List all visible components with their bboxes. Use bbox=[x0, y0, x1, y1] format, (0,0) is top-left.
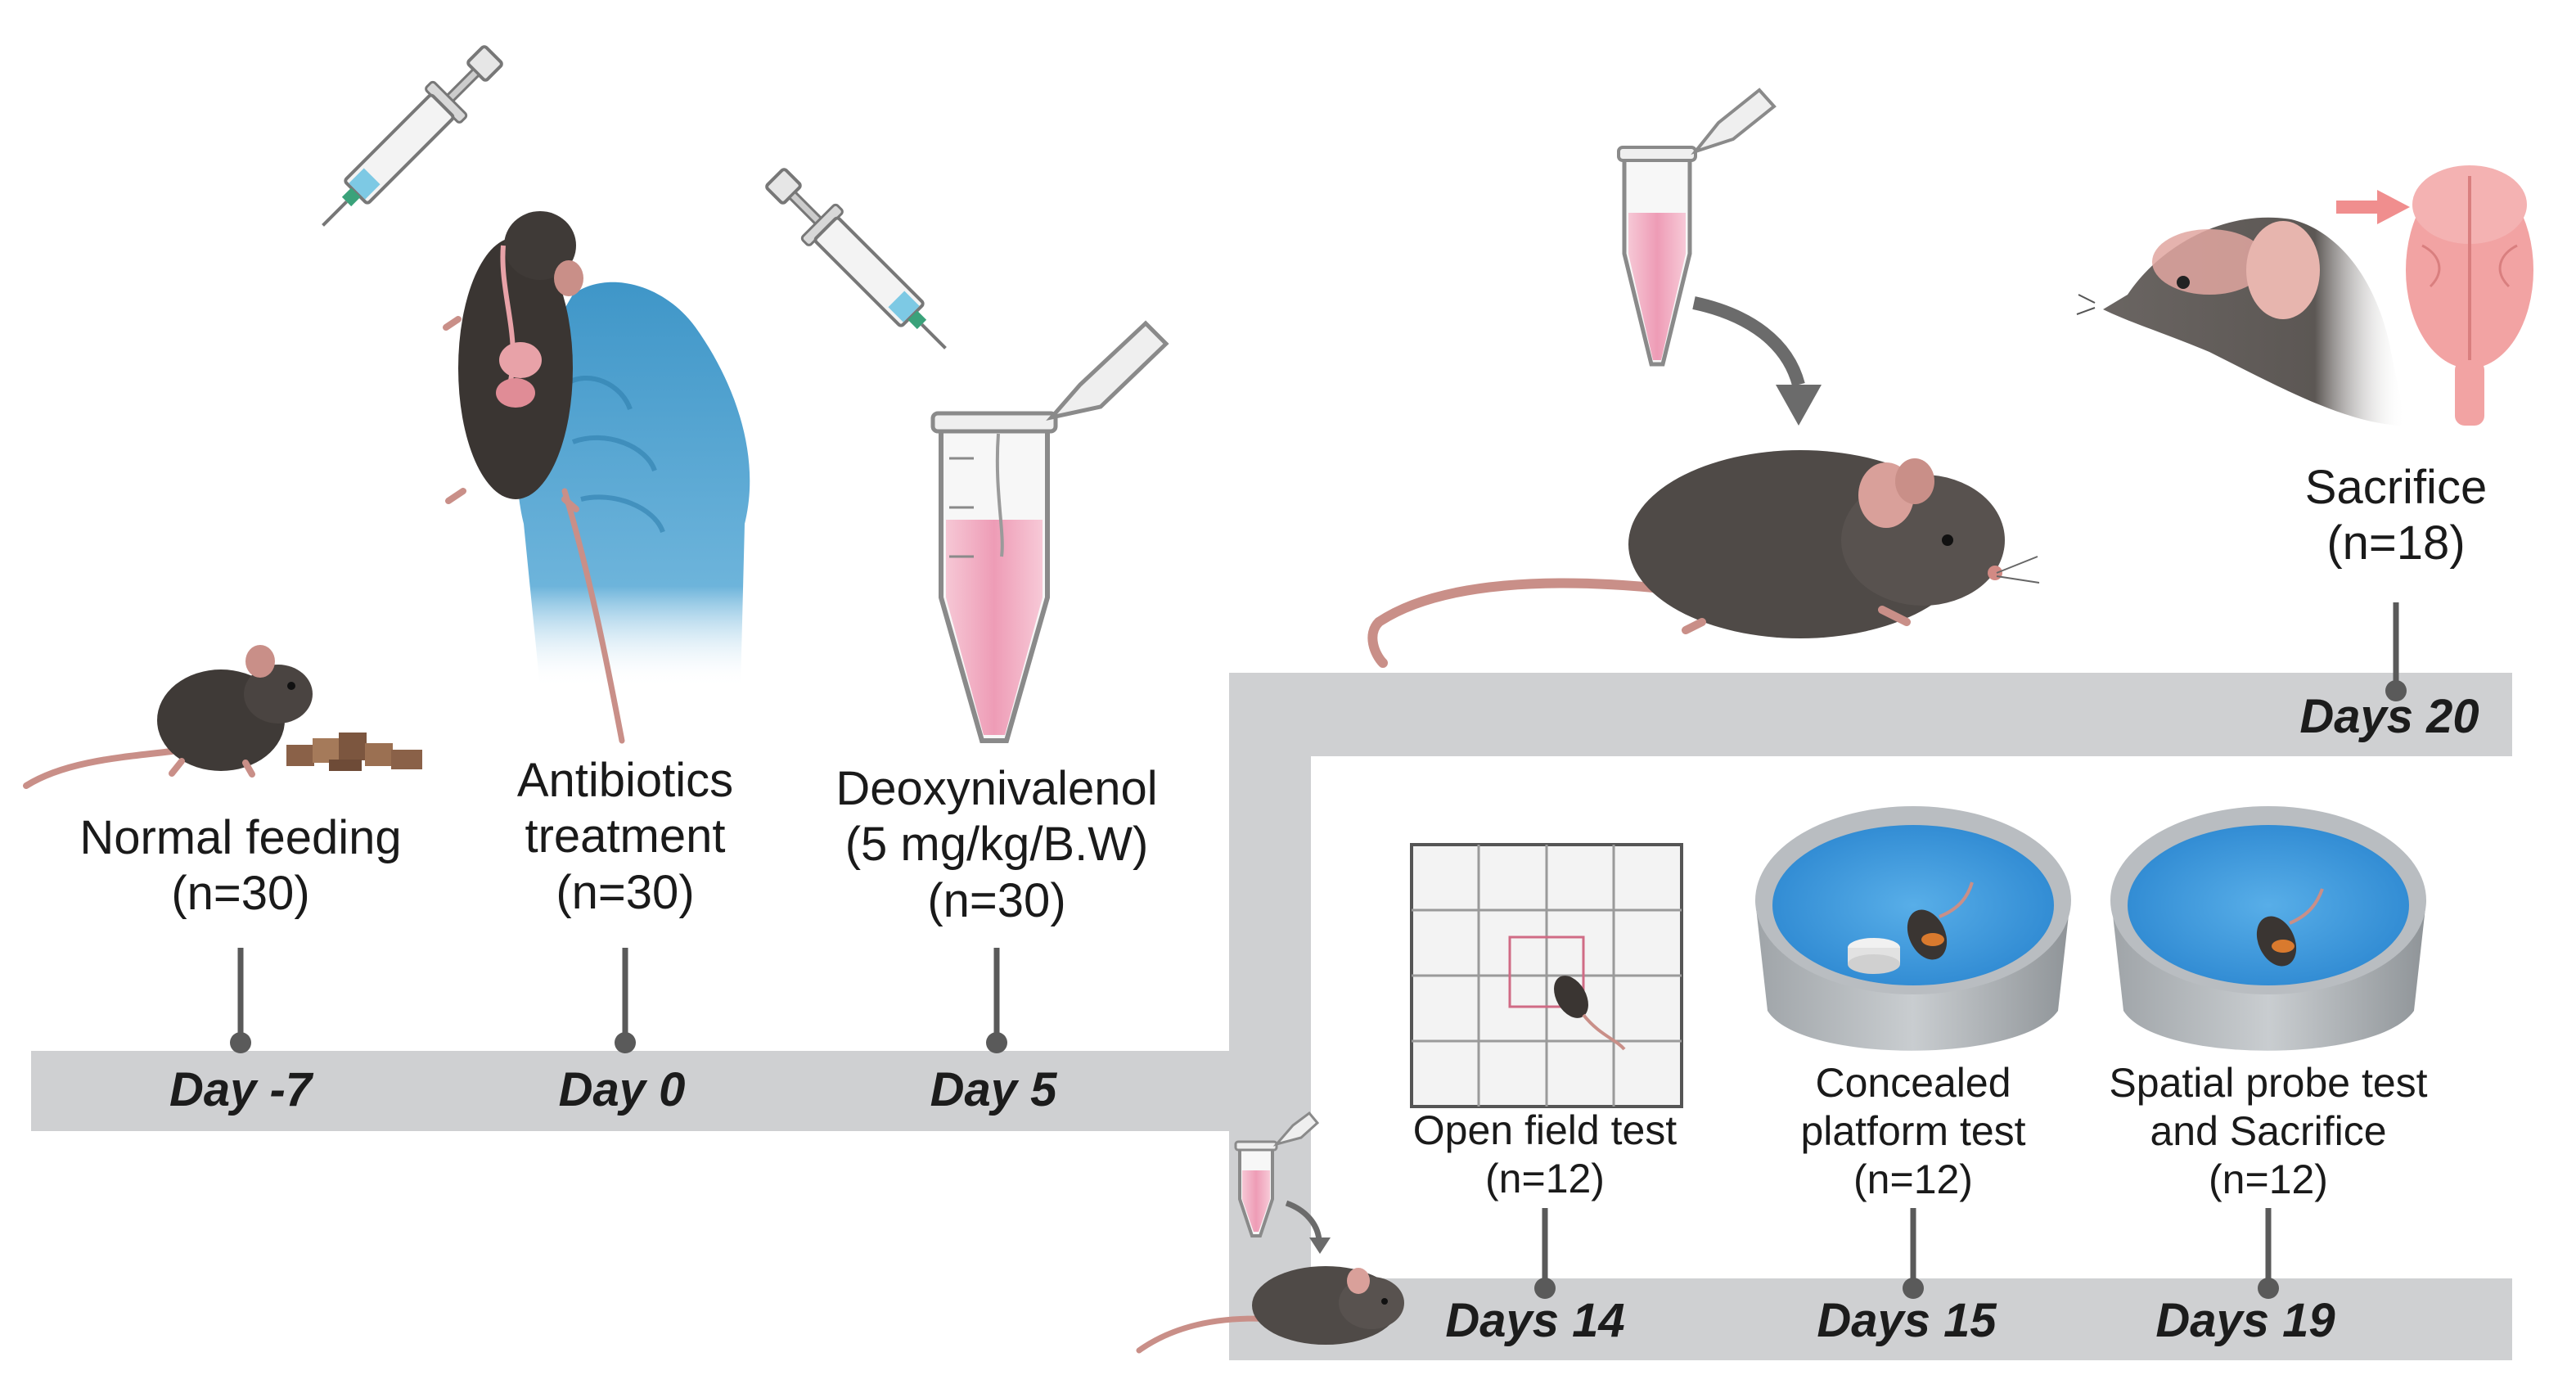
water-maze-icon bbox=[2110, 806, 2426, 1051]
day-label-15: Days 15 bbox=[1817, 1294, 1997, 1347]
n-count: (n=30) bbox=[556, 865, 695, 919]
mouse-icon bbox=[1367, 450, 2040, 668]
label-antibiotics-treatment: Antibiotics treatment (n=30) bbox=[462, 753, 789, 921]
syringe-icon bbox=[322, 45, 503, 227]
gloved-hand-icon bbox=[517, 282, 750, 687]
day-label-19: Days 19 bbox=[2155, 1294, 2335, 1347]
day-label-20: Days 20 bbox=[2299, 690, 2479, 743]
timeline-track bbox=[31, 673, 2512, 1360]
title-line: Normal feeding bbox=[79, 811, 402, 864]
label-spatial-probe-test: Spatial probe test and Sacrifice (n=12) bbox=[2084, 1059, 2452, 1204]
mouse-icon bbox=[1136, 1266, 1404, 1354]
title-line: Concealed bbox=[1815, 1060, 2011, 1106]
curved-arrow-icon bbox=[1285, 1200, 1331, 1254]
timeline-stems bbox=[230, 602, 2407, 1299]
day-label-minus7: Day -7 bbox=[169, 1063, 313, 1116]
day-label-5: Day 5 bbox=[930, 1063, 1057, 1116]
water-maze-icon bbox=[1755, 806, 2071, 1051]
label-normal-feeding: Normal feeding (n=30) bbox=[36, 810, 445, 922]
label-concealed-platform-test: Concealed platform test (n=12) bbox=[1750, 1059, 2077, 1204]
mouse-eating-icon bbox=[23, 645, 313, 789]
open-field-arena-icon bbox=[1410, 843, 1683, 1108]
microtube-icon bbox=[1234, 1111, 1320, 1237]
brain-icon bbox=[2406, 165, 2533, 426]
title-line: treatment bbox=[525, 809, 726, 863]
day-label-0: Day 0 bbox=[558, 1063, 686, 1116]
n-count: (n=18) bbox=[2326, 516, 2466, 570]
title-line: Antibiotics bbox=[516, 754, 734, 807]
gavage-mouse-icon bbox=[443, 211, 625, 744]
day-label-14: Days 14 bbox=[1445, 1294, 1625, 1347]
n-count: (n=12) bbox=[1485, 1156, 1605, 1201]
mouse-icon bbox=[2076, 217, 2406, 426]
label-open-field-test: Open field test (n=12) bbox=[1381, 1107, 1709, 1203]
dose-line: (5 mg/kg/B.W) bbox=[844, 818, 1149, 872]
microtube-icon bbox=[1617, 88, 1777, 367]
n-count: (n=12) bbox=[1853, 1156, 1973, 1202]
syringe-icon bbox=[765, 168, 947, 349]
title-line: platform test bbox=[1800, 1108, 2026, 1154]
label-sacrifice: Sacrifice (n=18) bbox=[2232, 460, 2560, 572]
microtube-icon bbox=[930, 320, 1169, 743]
n-count: (n=12) bbox=[2209, 1156, 2328, 1202]
title-line: Open field test bbox=[1412, 1107, 1678, 1153]
n-count: (n=30) bbox=[927, 873, 1066, 927]
title-line: and Sacrifice bbox=[2150, 1108, 2387, 1154]
title-line: Spatial probe test bbox=[2109, 1060, 2428, 1106]
title-line: Deoxynivalenol bbox=[835, 762, 1158, 815]
n-count: (n=30) bbox=[171, 867, 310, 921]
food-pellets-icon bbox=[286, 733, 422, 771]
curved-arrow-icon bbox=[1692, 296, 1822, 426]
title-line: Sacrifice bbox=[2304, 461, 2488, 514]
curved-arrow-icon bbox=[2336, 190, 2410, 224]
label-deoxynivalenol: Deoxynivalenol (5 mg/kg/B.W) (n=30) bbox=[792, 761, 1201, 929]
